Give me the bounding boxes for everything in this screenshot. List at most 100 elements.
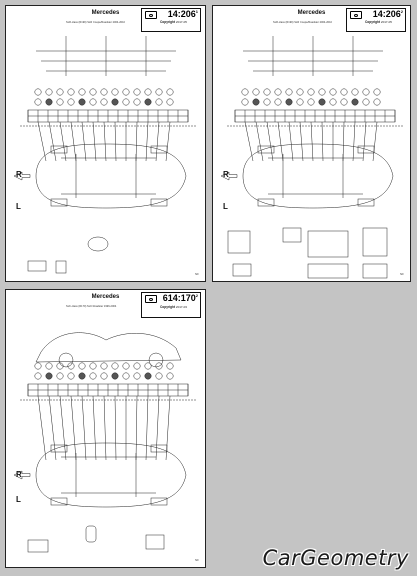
leader-line bbox=[103, 121, 107, 162]
leader-line bbox=[266, 121, 274, 162]
leader-line bbox=[299, 121, 304, 162]
detail-callout bbox=[87, 236, 109, 252]
drawing-group bbox=[13, 36, 196, 274]
side-letter-right: R bbox=[16, 170, 22, 179]
leader-line bbox=[114, 121, 117, 162]
point-marker bbox=[373, 88, 381, 96]
point-marker bbox=[67, 362, 75, 370]
point-marker bbox=[34, 88, 42, 96]
point-marker-alt bbox=[89, 98, 97, 106]
leader-line bbox=[244, 121, 254, 162]
wheel-rl bbox=[150, 145, 168, 154]
point-marker-alt bbox=[263, 98, 271, 106]
point-marker bbox=[166, 88, 174, 96]
point-marker bbox=[133, 88, 141, 96]
point-marker bbox=[45, 88, 53, 96]
cargeometry-logo: CarGeometry bbox=[262, 546, 409, 570]
leader-line bbox=[255, 121, 264, 162]
wheel-rr bbox=[150, 497, 168, 506]
leader-line bbox=[92, 121, 97, 162]
wheel-fl bbox=[257, 145, 275, 154]
point-marker-alt bbox=[89, 372, 97, 380]
point-marker bbox=[296, 88, 304, 96]
point-marker-alt bbox=[241, 98, 249, 106]
point-marker-alt bbox=[78, 372, 86, 380]
point-marker bbox=[100, 362, 108, 370]
camera-icon bbox=[145, 295, 157, 303]
leader-line bbox=[352, 121, 356, 162]
point-marker bbox=[144, 362, 152, 370]
sheet-code: 614:1702 bbox=[162, 293, 198, 303]
detail-box bbox=[27, 539, 49, 553]
model-line: SLR-class (R199) SLR Coupe/Roadster 2004… bbox=[66, 21, 125, 24]
leader-line bbox=[59, 121, 67, 162]
point-marker bbox=[122, 88, 130, 96]
leader-line bbox=[48, 395, 57, 461]
leader-line bbox=[145, 121, 149, 162]
point-marker-alt bbox=[67, 372, 75, 380]
underbody-diagram bbox=[13, 36, 196, 274]
point-marker-alt bbox=[45, 372, 53, 380]
sheet-code-box: 14:2062 Copyright 2017-05 bbox=[346, 8, 406, 32]
chassis-lines bbox=[36, 36, 176, 76]
point-marker-alt bbox=[296, 98, 304, 106]
point-marker-alt bbox=[166, 372, 174, 380]
drawing-group bbox=[220, 36, 403, 279]
point-marker-alt bbox=[166, 98, 174, 106]
direction-arrow-icon bbox=[13, 470, 31, 480]
point-marker-alt bbox=[252, 98, 260, 106]
point-marker-alt bbox=[318, 98, 326, 106]
point-marker-alt bbox=[274, 98, 282, 106]
car-plan-outline bbox=[35, 442, 187, 508]
wheel-rl bbox=[357, 145, 375, 154]
leader-line bbox=[372, 121, 378, 162]
point-marker-alt bbox=[45, 98, 53, 106]
leader-line bbox=[59, 395, 67, 461]
subframe-lines bbox=[61, 154, 156, 198]
point-marker bbox=[285, 88, 293, 96]
wheel-rl bbox=[150, 444, 168, 453]
leader-line bbox=[165, 121, 171, 162]
leader-line bbox=[92, 395, 97, 461]
direction-arrow-icon bbox=[220, 171, 238, 181]
point-marker bbox=[56, 88, 64, 96]
leader-line bbox=[277, 121, 284, 162]
detail-box bbox=[362, 263, 388, 279]
point-marker bbox=[122, 362, 130, 370]
car-plan-outline bbox=[35, 143, 187, 209]
side-letter-right: R bbox=[223, 170, 229, 179]
point-marker bbox=[307, 88, 315, 96]
point-marker-alt bbox=[144, 98, 152, 106]
wheel-rr bbox=[357, 198, 375, 207]
point-marker-alt bbox=[285, 98, 293, 106]
point-marker-alt bbox=[100, 372, 108, 380]
subframe-lines bbox=[61, 453, 156, 497]
point-marker-alt bbox=[340, 98, 348, 106]
point-marker-alt bbox=[56, 98, 64, 106]
point-marker-alt bbox=[133, 372, 141, 380]
point-marker bbox=[56, 362, 64, 370]
copyright: Copyright 2017-03 bbox=[160, 305, 187, 309]
detail-box-2 bbox=[55, 260, 67, 274]
leader-line bbox=[135, 395, 138, 461]
point-marker bbox=[78, 362, 86, 370]
point-marker-alt bbox=[67, 98, 75, 106]
leader-line bbox=[37, 121, 47, 162]
point-marker bbox=[362, 88, 370, 96]
point-marker bbox=[67, 88, 75, 96]
wheel-rr bbox=[150, 198, 168, 207]
point-marker-alt bbox=[329, 98, 337, 106]
point-marker bbox=[89, 88, 97, 96]
detail-box-2 bbox=[145, 534, 165, 550]
point-marker bbox=[111, 88, 119, 96]
leader-line bbox=[37, 395, 47, 461]
wheel-fr bbox=[50, 497, 68, 506]
detail-box bbox=[307, 230, 349, 258]
detail-box bbox=[307, 263, 349, 279]
point-marker bbox=[318, 88, 326, 96]
point-marker bbox=[329, 88, 337, 96]
leader-line bbox=[81, 121, 87, 162]
detail-box bbox=[227, 230, 251, 254]
wheel-front bbox=[58, 352, 74, 368]
underbody-diagram bbox=[220, 36, 403, 279]
